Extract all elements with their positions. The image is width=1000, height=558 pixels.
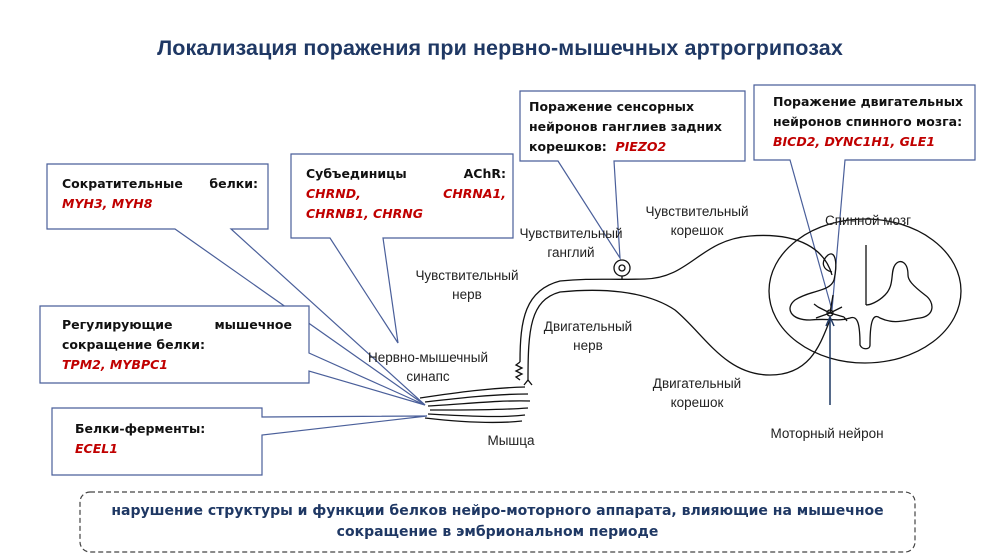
label-motor-root: Двигательный корешок [653, 374, 741, 412]
label-spinal-cord: Спинной мозг [824, 213, 912, 228]
callout-text: AChR: [463, 166, 506, 181]
label-line: нерв [573, 338, 603, 353]
label-line: синапс [406, 369, 450, 384]
gene-list: MYH3, MYH8 [62, 196, 153, 211]
page-title: Локализация поражения при нервно-мышечны… [157, 36, 843, 60]
ganglion-shape [613, 259, 631, 277]
label-line: корешок [670, 395, 724, 410]
callout-text: сокращение белки: [62, 337, 205, 352]
summary-text: нарушение структуры и функции белков ней… [111, 503, 884, 540]
label-nm-synapse: Нервно-мышечный синапс [368, 348, 488, 386]
label-line: Чувствительный [519, 226, 623, 241]
summary-box-border [79, 491, 916, 553]
label-motor-nerve: Двигательный нерв [544, 317, 632, 355]
callout-text: нейронов спинного мозга: [773, 114, 963, 129]
label-line: ганглий [547, 245, 595, 260]
callout-text: корешков: [529, 139, 607, 154]
gene-list: TPM2, MYBPC1 [62, 357, 168, 372]
callout-text: белки: [209, 176, 258, 191]
motor-nerve [527, 289, 831, 381]
sensory-nerve [519, 234, 833, 363]
label-line: корешок [670, 223, 724, 238]
label-sensory-ganglion: Чувствительный ганглий [519, 224, 622, 262]
callout-regulatory: Регулирующие мышечное сокращение белки: T… [62, 315, 292, 375]
gene: CHRND, [306, 186, 361, 201]
label-line: Двигательный [652, 376, 742, 391]
callout-contractile-shape [46, 163, 426, 406]
gene-list: BICD2, DYNC1H1, GLE1 [773, 134, 936, 149]
gene-list: CHRNB1, CHRNG [306, 206, 424, 221]
label-muscle: Мышца [487, 433, 535, 448]
label-line: Чувствительный [645, 204, 749, 219]
callout-enzymes: Белки-ферменты: ECEL1 [75, 419, 205, 459]
callout-text: Сократительные [62, 176, 183, 191]
callout-contractile: Сократительные белки: MYH3, MYH8 [62, 174, 258, 214]
callout-achr-shape [290, 153, 514, 344]
callout-regulatory-shape [39, 305, 426, 406]
callout-motor-shape [753, 84, 976, 311]
label-line: Двигательный [543, 319, 633, 334]
gene-list: PIEZO2 [615, 139, 667, 154]
callout-text: нейронов ганглиев задних [529, 119, 722, 134]
callout-text: Белки-ферменты: [75, 421, 206, 436]
muscle-shape [419, 386, 531, 424]
label-line: Чувствительный [415, 268, 519, 283]
callout-motor: Поражение двигательных нейронов спинного… [773, 92, 963, 152]
callout-sensory: Поражение сенсорных нейронов ганглиев за… [529, 97, 722, 157]
callout-text: мышечное [214, 317, 292, 332]
gene: CHRNA1, [443, 186, 506, 201]
summary-box: нарушение структуры и функции белков ней… [80, 492, 915, 552]
label-motor-neuron: Моторный нейрон [770, 426, 884, 441]
label-line: нерв [452, 287, 482, 302]
gene-list: ECEL1 [75, 441, 118, 456]
label-line: Нервно-мышечный [367, 350, 489, 365]
sensory-ending [514, 361, 524, 381]
label-sensory-nerve: Чувствительный нерв [415, 266, 518, 304]
callout-enzymes-shape [51, 407, 428, 476]
callout-achr: Субъединицы AChR: CHRND, CHRNA1, CHRNB1, C… [306, 164, 506, 224]
callout-text: Регулирующие [62, 317, 173, 332]
callout-text: Субъединицы [306, 166, 407, 181]
callout-sensory-shape [519, 90, 746, 261]
label-sensory-root: Чувствительный корешок [645, 202, 748, 240]
callout-text: Поражение сенсорных [529, 99, 695, 114]
spinal-cord-shape [768, 218, 962, 364]
motor-neuron-arrow [825, 315, 835, 405]
callout-text: Поражение двигательных [773, 94, 964, 109]
grey-matter [789, 245, 933, 350]
